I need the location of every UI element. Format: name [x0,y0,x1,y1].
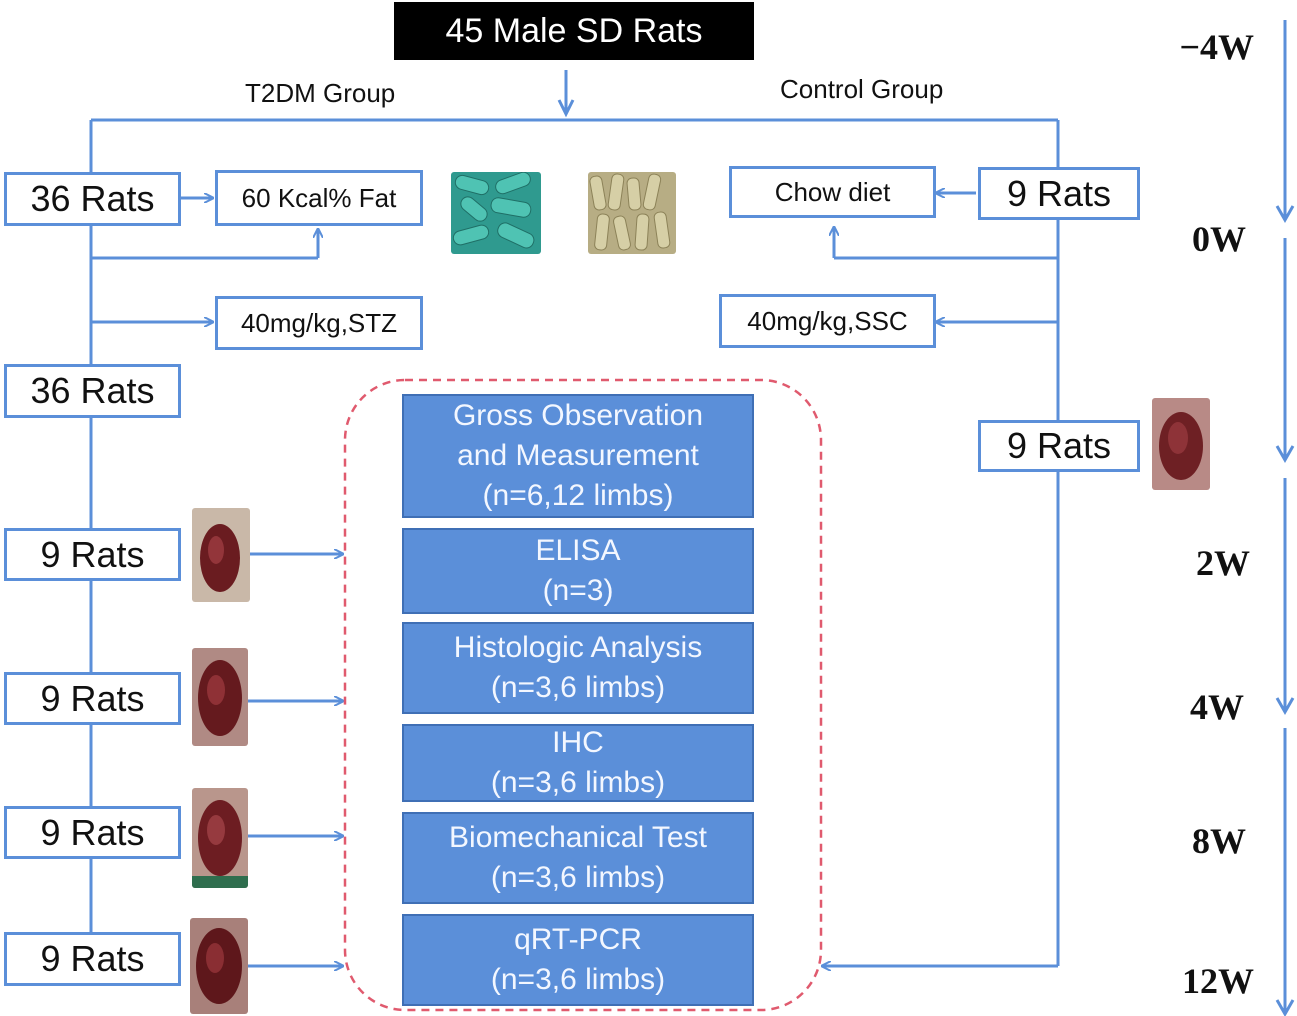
assay-enclosure [343,378,823,1012]
assay-biomechanical-line2: (n=3,6 limbs) [490,861,666,894]
tissue-photo-4w [192,648,248,746]
control-rats-initial-label: 9 Rats [1006,172,1112,214]
assay-gross-line3: (n=6,12 limbs) [482,479,674,512]
control-rats-after-label: 9 Rats [1006,425,1112,466]
control-tissue-photo [1152,398,1210,490]
t2dm-subgroup-4w-label: 9 Rats [40,677,145,719]
chow-diet-box: Chow diet [729,166,936,218]
title-box: 45 Male SD Rats [394,2,754,60]
stz-injection-box: 40mg/kg,STZ [215,296,423,350]
control-rats-after: 9 Rats [978,420,1140,472]
chow-diet-label: Chow diet [774,176,891,207]
stz-injection-label: 40mg/kg,STZ [240,307,398,338]
assay-ihc: IHC (n=3,6 limbs) [402,724,754,802]
assay-gross-line1: Gross Observation [452,399,704,432]
timeline-0w: 0W [1192,219,1246,259]
title-text: 45 Male SD Rats [445,11,703,50]
assay-biomechanical-test: Biomechanical Test (n=3,6 limbs) [402,812,754,904]
t2dm-subgroup-12w: 9 Rats [4,932,181,986]
assay-elisa: ELISA (n=3) [402,528,754,614]
assay-qrtpcr-line1: qRT-PCR [514,923,642,956]
t2dm-rats-after: 36 Rats [4,364,181,418]
t2dm-subgroup-8w: 9 Rats [4,806,181,859]
t2dm-rats-after-label: 36 Rats [30,370,155,411]
assay-elisa-line2: (n=3) [542,574,614,607]
assay-ihc-line1: IHC [552,726,604,759]
assay-biomechanical-line1: Biomechanical Test [449,821,707,854]
assay-gross-line2: and Measurement [457,439,699,472]
assay-qrt-pcr: qRT-PCR (n=3,6 limbs) [402,914,754,1006]
timeline-8w: 8W [1192,821,1246,861]
high-fat-diet-box: 60 Kcal% Fat [215,170,423,226]
tissue-photo-12w [190,918,248,1014]
timeline-4w: 4W [1190,687,1244,727]
chow-pellet-image [588,172,676,254]
t2dm-subgroup-2w: 9 Rats [4,528,181,581]
assay-histologic-line2: (n=3,6 limbs) [490,671,666,704]
assay-qrtpcr-line2: (n=3,6 limbs) [490,963,666,996]
t2dm-subgroup-4w: 9 Rats [4,672,181,725]
assay-histologic-line1: Histologic Analysis [453,631,703,664]
timeline-12w: 12W [1182,961,1254,1001]
t2dm-subgroup-12w-label: 9 Rats [40,938,145,979]
control-rats-initial: 9 Rats [978,167,1140,220]
assay-histologic-analysis: Histologic Analysis (n=3,6 limbs) [402,622,754,714]
timeline-2w: 2W [1196,543,1250,583]
t2dm-subgroup-2w-label: 9 Rats [40,533,145,575]
t2dm-rats-initial: 36 Rats [4,172,181,226]
control-group-label: Control Group [780,74,944,104]
high-fat-diet-label: 60 Kcal% Fat [241,182,397,213]
assay-elisa-line1: ELISA [535,534,621,567]
assay-ihc-line2: (n=3,6 limbs) [490,766,666,799]
tissue-photo-8w [192,788,248,888]
t2dm-group-label: T2DM Group [245,78,396,108]
high-fat-pellet-image [451,172,541,254]
timeline-minus-4w: −4W [1179,27,1254,67]
tissue-photo-2w [192,508,250,602]
ssc-injection-box: 40mg/kg,SSC [719,294,936,348]
ssc-injection-label: 40mg/kg,SSC [747,305,908,336]
t2dm-rats-initial-label: 36 Rats [30,178,155,219]
t2dm-subgroup-8w-label: 9 Rats [40,811,145,853]
assay-gross-observation: Gross Observation and Measurement (n=6,1… [402,394,754,518]
